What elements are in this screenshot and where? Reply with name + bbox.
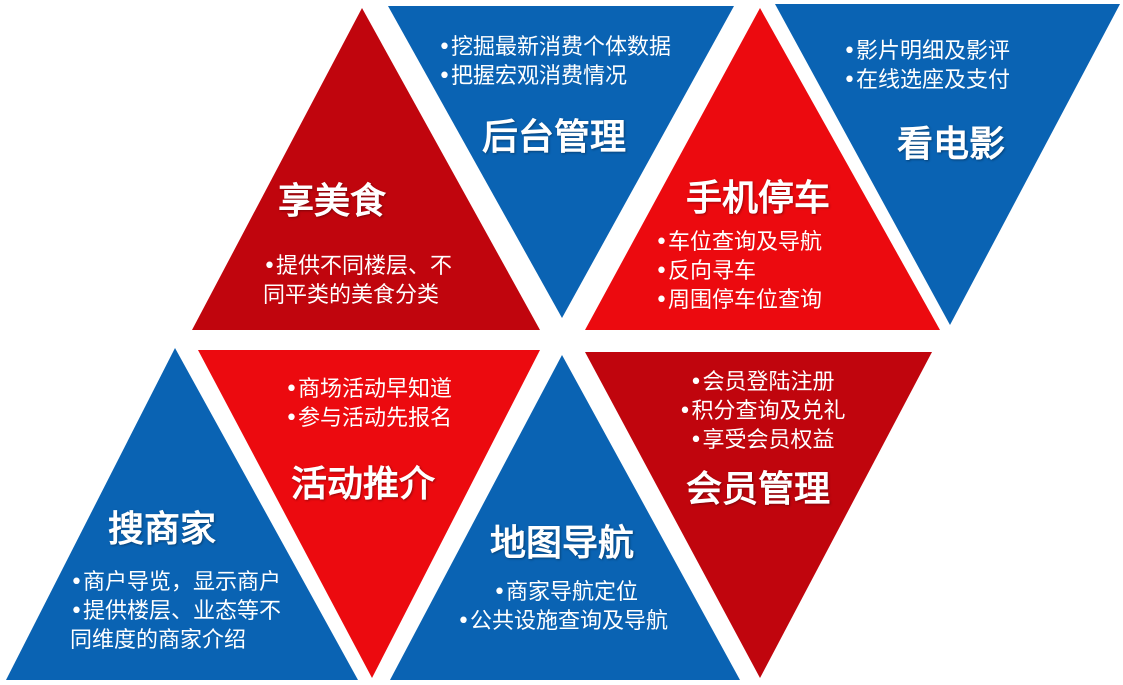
backend-triangle (388, 6, 734, 318)
food-bullet-2: 同平类的美食分类 (263, 283, 440, 308)
parking-bullet-2: •反向寻车 (655, 259, 756, 284)
map-bullets: •商家导航定位 •公共设施查询及导航 (457, 578, 668, 636)
parking-bullet-1: •车位查询及导航 (655, 230, 822, 255)
events-bullet-2: •参与活动先报名 (285, 406, 452, 431)
events-title: 活动推介 (291, 464, 436, 505)
search-title: 搜商家 (108, 509, 217, 550)
backend-bullet-2: •把握宏观消费情况 (438, 64, 627, 89)
events-bullets: •商场活动早知道 •参与活动先报名 (285, 375, 452, 433)
member-bullet-2: •积分查询及兑礼 (678, 399, 846, 424)
member-triangle (585, 352, 932, 678)
food-bullet-1: •提供不同楼层、不 (263, 254, 452, 279)
search-triangle (6, 348, 358, 680)
member-title: 会员管理 (686, 469, 831, 510)
parking-bullets: •车位查询及导航 •反向寻车 •周围停车位查询 (655, 228, 822, 315)
events-bullet-1: •商场活动早知道 (285, 377, 452, 402)
member-bullet-1: •会员登陆注册 (689, 370, 835, 395)
parking-title: 手机停车 (686, 178, 831, 219)
search-bullet-3: 同维度的商家介绍 (70, 628, 247, 653)
events-triangle (198, 350, 540, 678)
search-bullet-2: •提供楼层、业态等不 (70, 599, 281, 624)
map-bullet-2: •公共设施查询及导航 (457, 609, 668, 634)
backend-bullet-1: •挖掘最新消费个体数据 (438, 35, 671, 60)
parking-bullet-3: •周围停车位查询 (655, 288, 822, 313)
member-bullet-3: •享受会员权益 (689, 428, 835, 453)
parking-triangle (585, 8, 940, 330)
member-bullets: •会员登陆注册 •积分查询及兑礼 •享受会员权益 (652, 368, 872, 455)
backend-bullets: •挖掘最新消费个体数据 •把握宏观消费情况 (438, 33, 671, 91)
movie-bullets: •影片明细及影评 •在线选座及支付 (843, 37, 1010, 95)
movie-title: 看电影 (897, 124, 1006, 165)
food-title: 享美食 (278, 181, 387, 222)
backend-title: 后台管理 (482, 117, 627, 158)
search-bullets: •商户导览，显示商户 •提供楼层、业态等不 同维度的商家介绍 (70, 568, 281, 655)
movie-triangle (775, 4, 1120, 325)
map-title: 地图导航 (490, 523, 635, 564)
food-bullets: •提供不同楼层、不 同平类的美食分类 (263, 252, 452, 310)
map-bullet-1: •商家导航定位 (493, 580, 638, 605)
movie-bullet-2: •在线选座及支付 (843, 68, 1010, 93)
search-bullet-1: •商户导览，显示商户 (70, 570, 281, 595)
movie-bullet-1: •影片明细及影评 (843, 39, 1010, 64)
food-triangle (192, 8, 540, 330)
map-triangle (390, 355, 740, 680)
